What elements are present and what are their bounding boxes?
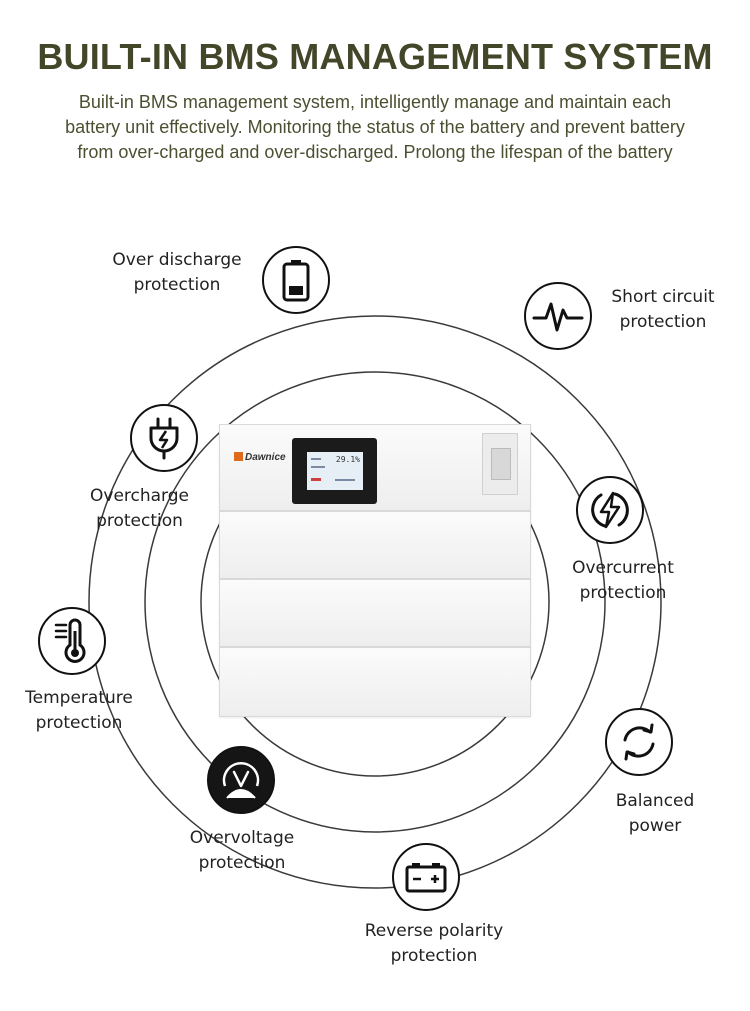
car-battery-icon [392,843,460,911]
feature-label-overcharge: Overcharge protection [90,486,189,531]
battery-low-icon [262,246,330,314]
feature-label-overvoltage: Overvoltage protection [189,828,295,873]
feature-label-balanced-power: Balanced power [615,791,695,836]
voltage-gauge-icon [207,746,275,814]
brand-name: Dawnice [245,452,286,463]
battery-top-module: Dawnice 29.1% [219,424,531,511]
heartbeat-pulse-icon [524,282,592,350]
battery-module-3 [219,647,531,717]
battery-module-1 [219,511,531,579]
brand-logo: Dawnice [234,452,286,463]
battery-module-2 [219,579,531,647]
refresh-cycle-icon [605,708,673,776]
circuit-breaker [482,433,518,495]
feature-label-short-circuit: Short circuit protection [611,287,715,332]
feature-label-reverse-polarity: Reverse polarity protection [364,921,504,966]
charging-plug-icon [130,404,198,472]
feature-label-over-discharge: Over discharge protection [112,250,242,295]
battery-product-image: Dawnice 29.1% [219,424,531,717]
lcd-screen: 29.1% [292,438,377,504]
lightning-bolt-icon [576,476,644,544]
feature-label-overcurrent: Overcurrent protection [572,558,674,603]
thermometer-icon [38,607,106,675]
lcd-percentage: 29.1% [335,455,360,464]
page-title: BUILT-IN BMS MANAGEMENT SYSTEM [37,36,713,77]
feature-label-temperature: Temperature protection [25,688,133,733]
description-text: Built-in BMS management system, intellig… [65,92,685,162]
